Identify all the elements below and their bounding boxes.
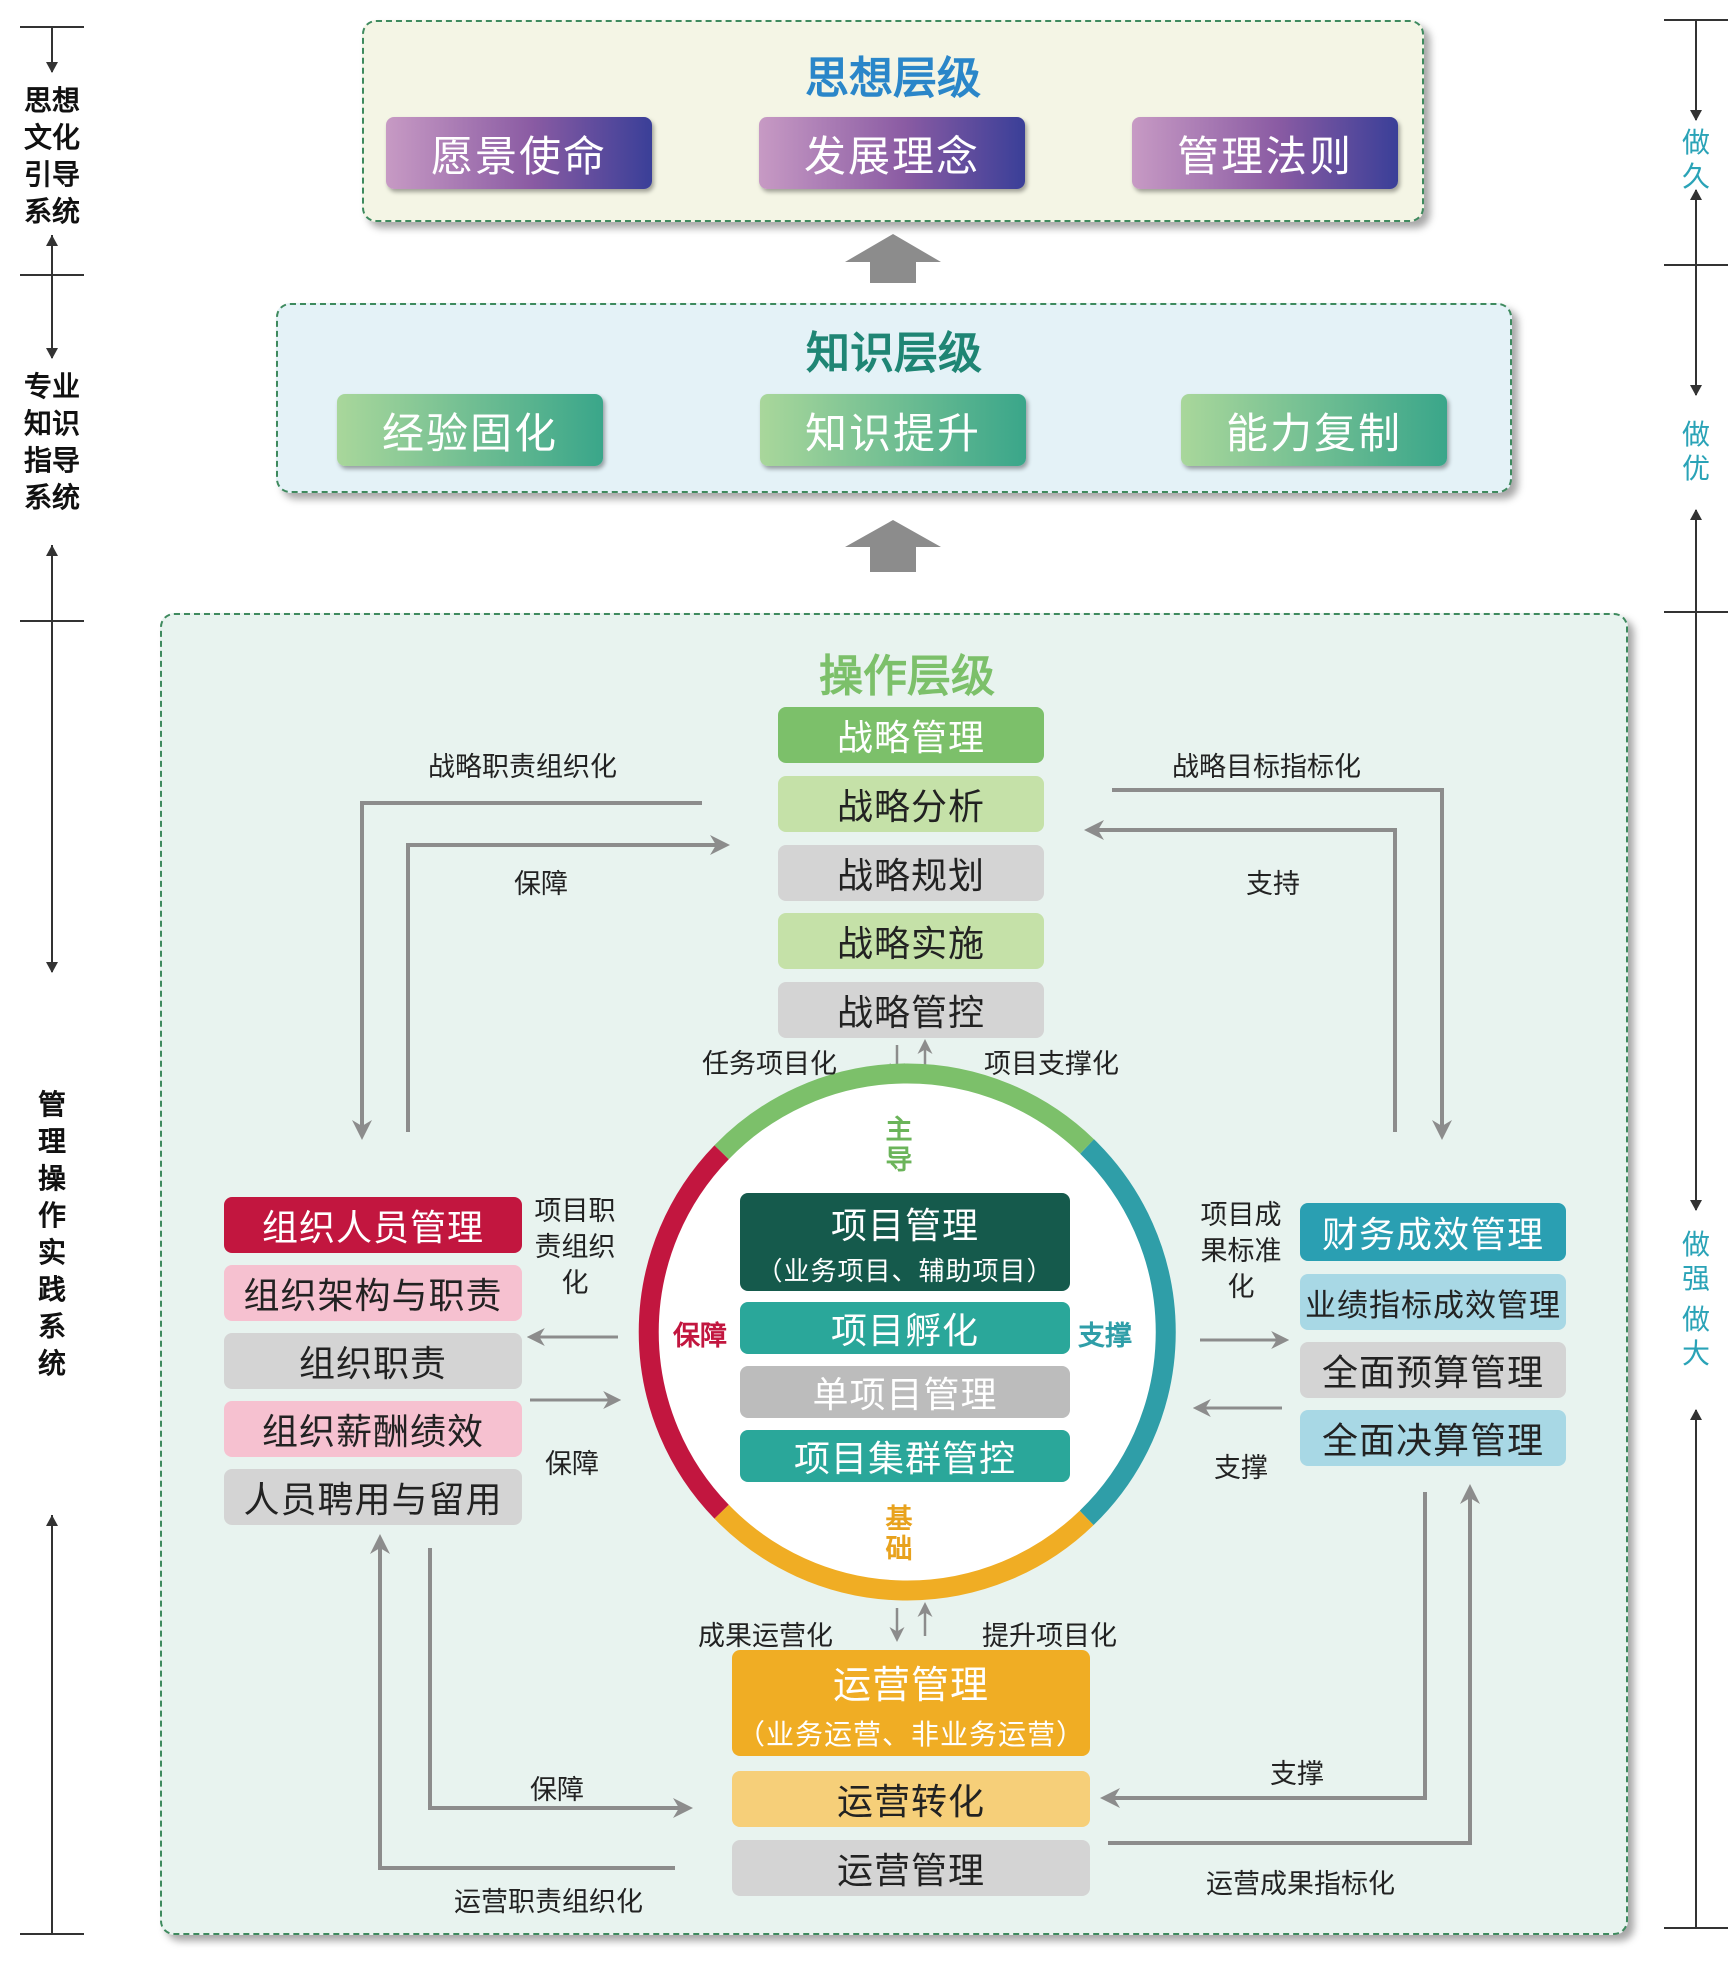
org-structure-duties: 组织架构与职责: [224, 1265, 522, 1321]
knowledge-item-replicate: 能力复制: [1181, 394, 1447, 466]
knowledge-item-experience: 经验固化: [337, 394, 603, 466]
right-label-strong: 做强: [1681, 1228, 1710, 1295]
thought-item-vision: 愿景使命: [386, 117, 652, 189]
single-project-management: 单项目管理: [740, 1366, 1070, 1418]
label-guarantee-mid: 保障: [545, 1449, 599, 1480]
project-management: 项目管理 （业务项目、辅助项目）: [740, 1193, 1070, 1291]
right-rules: [1664, 19, 1728, 1929]
org-people-management: 组织人员管理: [224, 1197, 522, 1253]
label-project-org: 项目职责组织化: [534, 1196, 616, 1299]
operations-management-title: 运营管理: [832, 1662, 989, 1707]
circle-label-foundation: 基础: [885, 1504, 913, 1565]
left-label-management: 管理操作实践系统: [37, 1088, 66, 1380]
arrow-finance-to-strategy: [1084, 820, 1397, 1132]
thought-level-title: 思想层级: [805, 53, 981, 104]
label-result-ops: 成果运营化: [698, 1621, 833, 1652]
left-label-knowledge: 专业知识指导系统: [23, 370, 80, 514]
org-hiring-retention: 人员聘用与留用: [224, 1469, 522, 1525]
label-project-support: 项目支撑化: [984, 1049, 1119, 1080]
arrow-strategy-to-finance: [1112, 788, 1452, 1140]
finance-kpi-management: 业绩指标成效管理: [1300, 1274, 1566, 1330]
label-guarantee-top: 保障: [514, 869, 568, 900]
arrow-strategy-to-org: [352, 801, 702, 1140]
knowledge-level-title: 知识层级: [806, 328, 982, 379]
label-project-result: 项目成果标准化: [1200, 1200, 1282, 1303]
label-ops-result: 运营成果指标化: [1206, 1869, 1395, 1900]
finance-budget-management: 全面预算管理: [1300, 1342, 1566, 1398]
label-guarantee-bottom: 保障: [530, 1775, 584, 1806]
label-ops-org: 运营职责组织化: [454, 1887, 643, 1918]
project-management-title: 项目管理: [830, 1205, 979, 1247]
arrow-finance-to-ops: [1100, 1492, 1427, 1808]
strategy-analysis: 战略分析: [778, 776, 1044, 832]
strategy-control: 战略管控: [778, 982, 1044, 1038]
right-label-big: 做大: [1681, 1303, 1710, 1370]
right-label-excellent: 做优: [1681, 418, 1710, 485]
left-rules: [20, 26, 84, 1935]
label-upgrade-project: 提升项目化: [982, 1621, 1117, 1652]
circle-label-guarantee: 保障: [673, 1321, 727, 1352]
project-incubation: 项目孵化: [740, 1302, 1070, 1354]
label-support-bottom: 支撑: [1270, 1759, 1324, 1790]
project-cluster-control: 项目集群管控: [740, 1430, 1070, 1482]
label-support-mid: 支撑: [1214, 1453, 1268, 1484]
operations-conversion: 运营转化: [732, 1771, 1090, 1827]
label-strategy-org: 战略职责组织化: [428, 752, 617, 783]
circle-label-lead: 主导: [885, 1115, 913, 1176]
operation-level-title: 操作层级: [819, 651, 995, 702]
right-label-long: 做久: [1681, 126, 1710, 193]
strategy-management: 战略管理: [778, 707, 1044, 763]
strategy-implementation: 战略实施: [778, 913, 1044, 969]
label-strategy-target: 战略目标指标化: [1172, 752, 1361, 783]
operations-management-subtitle: （业务运营、非业务运营）: [736, 1717, 1085, 1751]
arrow-ops-to-org: [370, 1534, 675, 1870]
org-duties: 组织职责: [224, 1333, 522, 1389]
thought-item-rules: 管理法则: [1132, 117, 1398, 189]
finance-effect-management: 财务成效管理: [1300, 1203, 1566, 1261]
org-compensation: 组织薪酬绩效: [224, 1401, 522, 1457]
thought-level-panel: 思想层级 愿景使命 发展理念 管理法则: [362, 20, 1424, 222]
operations-management: 运营管理 （业务运营、非业务运营）: [732, 1650, 1090, 1756]
strategy-planning: 战略规划: [778, 845, 1044, 901]
knowledge-item-upgrade: 知识提升: [760, 394, 1026, 466]
thought-item-philosophy: 发展理念: [759, 117, 1025, 189]
circle-label-support: 支撑: [1078, 1321, 1132, 1352]
label-task-project: 任务项目化: [702, 1049, 837, 1080]
finance-final-accounts: 全面决算管理: [1300, 1410, 1566, 1466]
label-support-top: 支持: [1246, 869, 1300, 900]
left-label-thought: 思想文化引导系统: [23, 84, 80, 228]
project-management-subtitle: （业务项目、辅助项目）: [756, 1256, 1054, 1287]
right-rule-arrowheads: [1690, 110, 1702, 1420]
operations-management-bottom: 运营管理: [732, 1840, 1090, 1896]
knowledge-level-panel: 知识层级 经验固化 知识提升 能力复制: [276, 303, 1512, 493]
